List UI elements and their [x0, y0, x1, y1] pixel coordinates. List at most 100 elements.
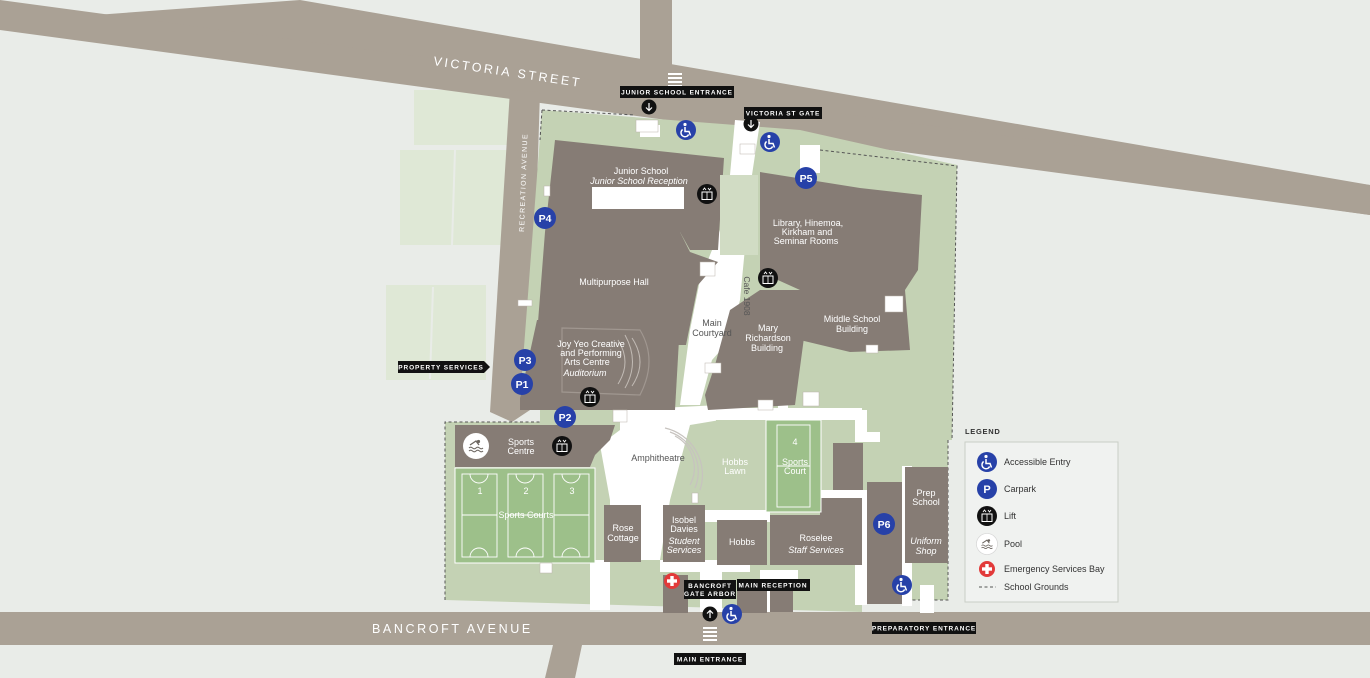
isobel-davies-building[interactable]: [663, 505, 705, 562]
isobel-davies-label-line1: Isobel: [672, 515, 696, 525]
carpark-pin-p4[interactable]: P4: [534, 207, 556, 229]
joy-yeo-arts-centre-building[interactable]: [520, 320, 680, 410]
court-markings: [461, 473, 590, 558]
junior-school-courtyard: [592, 187, 684, 209]
accessible-entry-icon[interactable]: [721, 603, 743, 625]
uniform-shop-label-line2: Shop: [915, 546, 936, 556]
legend-carpark-icon: [977, 479, 997, 499]
recreation-avenue-label: RECREATION AVENUE: [519, 133, 529, 232]
mary-richardson-building[interactable]: [705, 290, 805, 410]
legend-carpark-label: Carpark: [1004, 484, 1037, 494]
hobbs-building[interactable]: [717, 520, 767, 565]
joy-yeo-label-line3: Arts Centre: [564, 357, 610, 367]
junior-school-entrance-tag[interactable]: JUNIOR SCHOOL ENTRANCE: [620, 86, 734, 98]
svg-text:BANCROFT: BANCROFT: [688, 583, 732, 590]
bancroft-avenue-road: [0, 612, 1370, 645]
joy-yeo-label-line2: and Performing: [560, 348, 622, 358]
lift-icon[interactable]: [757, 267, 779, 289]
bancroft-avenue-label: BANCROFT AVENUE: [372, 622, 533, 636]
middle-school-label-line1: Middle School: [824, 314, 881, 324]
legend-accessible-icon: [976, 451, 998, 473]
main-reception-tag[interactable]: MAIN RECEPTION: [737, 579, 810, 591]
svg-text:P3: P3: [519, 355, 532, 367]
student-services-label-line1: Student: [668, 536, 700, 546]
sports-courts-area[interactable]: [454, 467, 596, 564]
lift-icon[interactable]: [551, 435, 573, 457]
hobbs-lawn-label-line2: Lawn: [724, 466, 746, 476]
main-courtyard-label-line1: Main: [702, 318, 722, 328]
legend-lift-label: Lift: [1004, 511, 1017, 521]
victoria-side-road: [640, 0, 672, 78]
student-services-label-line2: Services: [667, 545, 702, 555]
preparatory-entrance-tag[interactable]: PREPARATORY ENTRANCE: [872, 622, 976, 634]
carpark-pin-p5[interactable]: P5: [795, 167, 817, 189]
uniform-shop-building[interactable]: [905, 530, 948, 563]
middle-school-building[interactable]: [800, 290, 910, 352]
legend-accessible-label: Accessible Entry: [1004, 457, 1071, 467]
carpark-pin-p1[interactable]: P1: [511, 373, 533, 395]
rose-cottage-label-line2: Cottage: [607, 533, 639, 543]
emergency-bay-icon[interactable]: [664, 573, 680, 589]
rose-cottage-building[interactable]: [604, 505, 641, 562]
property-services-tag[interactable]: PROPERTY SERVICES: [398, 361, 490, 373]
legend-pool-label: Pool: [1004, 539, 1022, 549]
arrow-down-icon: [640, 98, 658, 116]
court-4-label: 4: [792, 437, 797, 447]
svg-text:P4: P4: [539, 213, 552, 225]
library-label-line2: Kirkham and: [782, 227, 833, 237]
annex-building[interactable]: [833, 443, 863, 490]
mary-richardson-label-line1: Mary: [758, 323, 778, 333]
mary-richardson-label-line3: Building: [751, 343, 783, 353]
sports-centre-building[interactable]: [455, 425, 615, 467]
legend-panel: LEGEND Accessible Entry P Carpark Lift P…: [964, 427, 1119, 603]
accessible-entry-icon[interactable]: [759, 131, 781, 153]
sports-centre-label-line1: Sports: [508, 437, 535, 447]
isobel-davies-label-line2: Davies: [670, 524, 698, 534]
staff-services-label: Staff Services: [788, 545, 844, 555]
sports-courts-label: Sports Courts: [498, 510, 554, 520]
arrow-down-icon: [742, 115, 760, 133]
lift-icon[interactable]: [696, 183, 718, 205]
accessible-entry-icon[interactable]: [675, 119, 697, 141]
roselee-building[interactable]: [770, 498, 862, 565]
arrow-up-icon: [701, 605, 719, 623]
prep-school-label-line2: School: [912, 497, 940, 507]
accessible-entry-icon[interactable]: [891, 574, 913, 596]
multipurpose-hall-building[interactable]: [537, 232, 718, 345]
svg-text:VICTORIA ST GATE: VICTORIA ST GATE: [746, 111, 821, 118]
auditorium-outline: [561, 327, 650, 396]
bancroft-gate-arbor-tag[interactable]: BANCROFT GATE ARBOR: [684, 580, 736, 599]
carpark-pin-p3[interactable]: P3: [514, 349, 536, 371]
legend-pool-icon: [976, 533, 998, 555]
middle-school-label-line2: Building: [836, 324, 868, 334]
rose-cottage-label-line1: Rose: [612, 523, 633, 533]
prep-school-building[interactable]: [905, 467, 948, 530]
steps: [517, 119, 904, 574]
svg-text:MAIN RECEPTION: MAIN RECEPTION: [739, 583, 808, 590]
library-building[interactable]: [760, 172, 922, 295]
victoria-street-road: [0, 0, 1370, 215]
library-label-line3: Seminar Rooms: [774, 236, 839, 246]
auditorium-label: Auditorium: [562, 368, 607, 378]
svg-text:MAIN ENTRANCE: MAIN ENTRANCE: [677, 657, 743, 664]
carpark-pin-p6[interactable]: P6: [873, 513, 895, 535]
p6-carpark-area: [867, 482, 902, 604]
svg-text:P2: P2: [559, 412, 572, 424]
svg-text:GATE ARBOR: GATE ARBOR: [684, 591, 736, 598]
victoria-st-gate-tag[interactable]: VICTORIA ST GATE: [744, 107, 822, 119]
court-2-label: 2: [523, 486, 528, 496]
pool-icon[interactable]: [462, 432, 490, 460]
main-entrance-tag[interactable]: MAIN ENTRANCE: [674, 653, 746, 665]
legend-carpark-letter: P: [983, 484, 990, 496]
service-lane: [770, 585, 793, 612]
amphitheatre-label: Amphitheatre: [631, 453, 685, 463]
amphitheatre-seating: [664, 427, 704, 491]
hobbs-label: Hobbs: [729, 537, 756, 547]
bancroft-side-road: [545, 645, 582, 678]
court-1-label: 1: [477, 486, 482, 496]
joy-yeo-label-line1: Joy Yeo Creative: [557, 339, 625, 349]
hobbs-lawn: [716, 420, 764, 510]
carpark-pin-p2[interactable]: P2: [554, 406, 576, 428]
lift-icon[interactable]: [579, 386, 601, 408]
